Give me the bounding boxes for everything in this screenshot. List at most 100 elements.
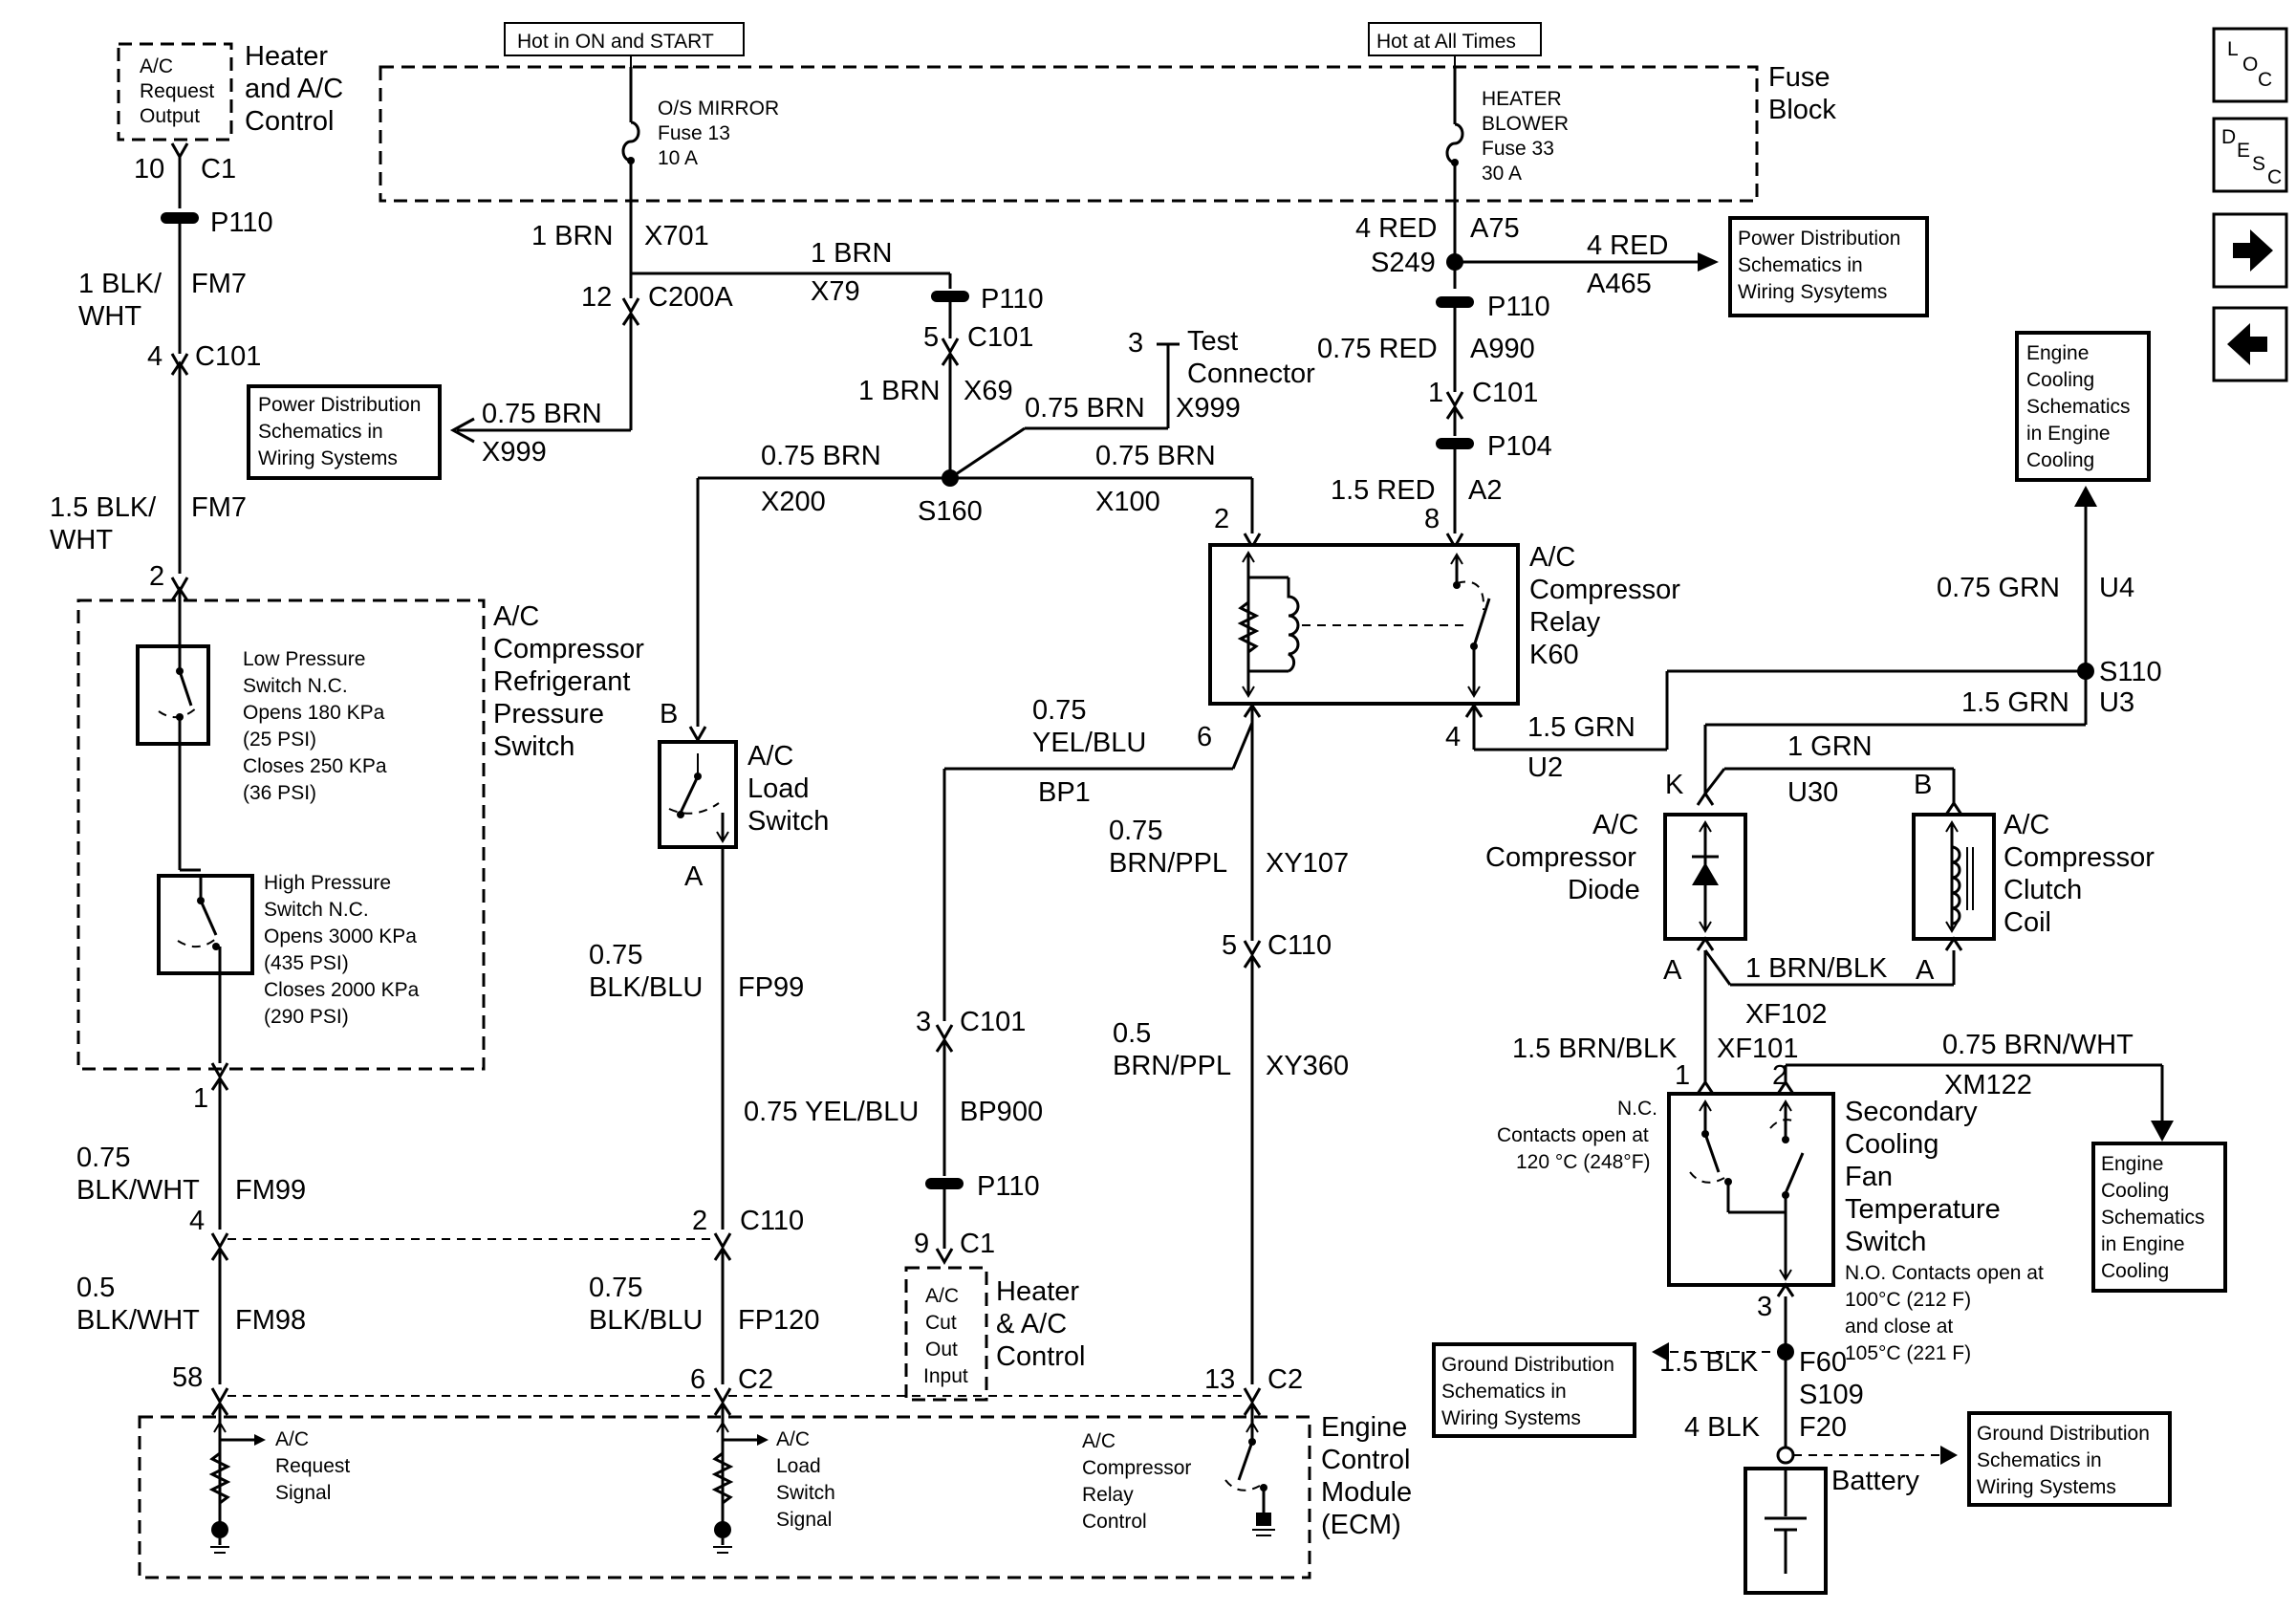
svg-text:D: D — [2221, 126, 2236, 148]
svg-text:1 GRN: 1 GRN — [1787, 731, 1873, 762]
svg-text:L: L — [2227, 38, 2239, 60]
svg-text:P104: P104 — [1487, 431, 1552, 462]
wire-fm99-fm98: 1 0.75 BLK/WHT FM99 4 0.5 BLK/WHT FM98 5… — [76, 1062, 306, 1425]
svg-text:FM7: FM7 — [191, 492, 247, 523]
ac-compressor-diode: A/C Compressor Diode A — [1485, 791, 1747, 986]
svg-text:4 RED: 4 RED — [1355, 213, 1437, 244]
svg-text:3: 3 — [1757, 1292, 1772, 1322]
svg-text:X701: X701 — [644, 221, 709, 251]
svg-text:S109: S109 — [1799, 1380, 1864, 1410]
desc-button[interactable]: D E S C — [2212, 117, 2288, 193]
svg-text:1.5 GRN: 1.5 GRN — [1961, 687, 2069, 718]
pressure-switch-name: A/C Compressor Refrigerant Pressure Swit… — [493, 601, 652, 762]
svg-text:P110: P110 — [977, 1171, 1040, 1202]
svg-text:XF101: XF101 — [1717, 1034, 1798, 1064]
test-connector: 3 Test Connector 0.75 BRN X999 — [949, 326, 1315, 480]
svg-text:1 BRN: 1 BRN — [858, 376, 940, 406]
ground-distribution-box-a: Ground Distribution Schematics in Wiring… — [1432, 1342, 1636, 1438]
wire-u2-u4: 0.75 GRN U4 S110 1.5 GRN U3 1.5 GRN U2 — [1474, 486, 2162, 794]
svg-text:5: 5 — [1222, 930, 1237, 961]
ground-circuit: 1.5 BLK F60 S109 4 BLK F20 — [1652, 1342, 1958, 1465]
svg-text:4: 4 — [1445, 722, 1461, 752]
svg-text:8: 8 — [1424, 504, 1440, 534]
svg-text:A: A — [1916, 955, 1935, 986]
svg-text:2: 2 — [692, 1206, 707, 1236]
fp120-gauge: 0.75 BLK/BLU — [589, 1273, 703, 1336]
svg-text:5: 5 — [923, 322, 939, 353]
svg-text:A990: A990 — [1470, 334, 1535, 364]
svg-text:12: 12 — [581, 282, 612, 313]
power-distribution-box-left: Power Distribution Schematics in Wiring … — [247, 384, 442, 480]
svg-text:C101: C101 — [1472, 378, 1538, 408]
svg-text:C101: C101 — [960, 1007, 1026, 1037]
svg-text:1: 1 — [1675, 1060, 1690, 1091]
next-button[interactable] — [2212, 212, 2288, 289]
wire-x701-x999: 1 BRN X701 12 C200A 0.75 BRN X999 — [449, 161, 733, 468]
svg-text:9: 9 — [914, 1229, 929, 1259]
svg-text:S: S — [2252, 153, 2265, 175]
svg-text:X999: X999 — [1176, 393, 1241, 424]
heater-ac-control-label: Heater and A/C Control — [245, 41, 351, 137]
svg-text:S249: S249 — [1371, 248, 1436, 278]
right-arrow-icon — [2233, 229, 2273, 272]
svg-text:4 BLK: 4 BLK — [1684, 1412, 1761, 1443]
svg-text:C101: C101 — [195, 341, 261, 372]
svg-text:1: 1 — [193, 1083, 208, 1114]
svg-text:XY360: XY360 — [1266, 1051, 1349, 1081]
svg-text:1.5 RED: 1.5 RED — [1331, 475, 1436, 506]
fuse-block-label: Fuse Block — [1768, 62, 1838, 125]
low-pressure-switch-label: Low Pressure Switch N.C. Opens 180 KPa (… — [243, 648, 392, 804]
svg-text:C101: C101 — [967, 322, 1033, 353]
hot-on-start-label: Hot in ON and START — [504, 22, 745, 67]
wire-red-feed: 4 RED A75 S249 4 RED A465 P110 0.75 RED … — [1317, 163, 1719, 551]
svg-text:U30: U30 — [1787, 777, 1838, 808]
wire-fm7: P110 1 BLK/ WHT FM7 4 C101 1.5 BLK/ WHT … — [50, 142, 273, 660]
svg-text:C1: C1 — [201, 154, 236, 185]
svg-text:FP120: FP120 — [738, 1305, 819, 1336]
svg-text:58: 58 — [172, 1362, 203, 1393]
heater-ac-control-top: A/C Request Output Heater and A/C Contro… — [117, 41, 351, 185]
svg-text:X200: X200 — [761, 487, 826, 517]
power-distribution-box-right: Power Distribution Schematics in Wiring … — [1728, 216, 1929, 317]
svg-text:0.75 RED: 0.75 RED — [1317, 334, 1438, 364]
fm7-gauge-top: 1 BLK/ WHT — [78, 269, 169, 332]
svg-text:A465: A465 — [1587, 269, 1652, 299]
fuse-13: O/S MIRROR Fuse 13 10 A — [621, 67, 779, 169]
svg-text:P110: P110 — [1487, 292, 1550, 322]
svg-text:BP1: BP1 — [1038, 777, 1091, 808]
loc-button[interactable]: L O C — [2212, 27, 2288, 103]
svg-text:6: 6 — [690, 1364, 705, 1395]
svg-text:C: C — [2258, 69, 2272, 91]
ac-request-signal: A/C Request Signal — [208, 1421, 356, 1554]
ground-distribution-box-b: Ground Distribution Schematics in Wiring… — [1967, 1411, 2172, 1507]
svg-text:C2: C2 — [1267, 1364, 1303, 1395]
no-contacts-note: N.O. Contacts open at 100°C (212 F) and … — [1845, 1262, 2049, 1364]
svg-text:Hot in ON and START: Hot in ON and START — [517, 31, 714, 53]
svg-text:U3: U3 — [2099, 687, 2134, 718]
engine-cooling-label-bottom: Engine Cooling Schematics in Engine Cool… — [2101, 1153, 2210, 1282]
svg-text:A2: A2 — [1468, 475, 1502, 506]
svg-text:1 BRN/BLK: 1 BRN/BLK — [1745, 953, 1888, 984]
ac-compressor-clutch-coil: A/C Compressor Clutch Coil — [1912, 800, 2162, 941]
svg-text:0.75 BRN: 0.75 BRN — [1095, 441, 1216, 471]
ac-request-signal-label: A/C Request Signal — [275, 1428, 356, 1504]
ground-distribution-label-a: Ground Distribution Schematics in Wiring… — [1441, 1354, 1620, 1429]
svg-text:C2: C2 — [738, 1364, 773, 1395]
svg-text:X79: X79 — [811, 276, 860, 307]
engine-cooling-label-top: Engine Cooling Schematics in Engine Cool… — [2026, 342, 2135, 471]
svg-text:Battery: Battery — [1831, 1466, 1919, 1496]
svg-text:4: 4 — [189, 1206, 205, 1236]
svg-text:0.75 BRN: 0.75 BRN — [482, 399, 602, 429]
ac-compressor-relay: 2 8 A/C Compressor Relay K60 6 4 — [1197, 504, 1680, 929]
svg-text:0.75 BRN: 0.75 BRN — [761, 441, 881, 471]
high-pressure-switch-label: High Pressure Switch N.C. Opens 3000 KPa… — [264, 872, 424, 1028]
prev-button[interactable] — [2212, 306, 2288, 382]
wire-bp1-bp900: 0.75 YEL/BLU BP1 3 C101 0.75 YEL/BLU BP9… — [744, 695, 1254, 1266]
svg-text:C110: C110 — [740, 1206, 804, 1236]
svg-text:3: 3 — [916, 1007, 931, 1037]
clutch-coil-name: A/C Compressor Clutch Coil — [2004, 810, 2162, 938]
engine-cooling-box-top: Engine Cooling Schematics in Engine Cool… — [2015, 331, 2151, 482]
svg-text:B: B — [1914, 770, 1932, 800]
wire-xy107-xy360: 0.75 BRN/PPL XY107 5 C110 0.5 BRN/PPL XY… — [1109, 816, 1349, 1425]
svg-text:1 BRN: 1 BRN — [811, 238, 892, 269]
